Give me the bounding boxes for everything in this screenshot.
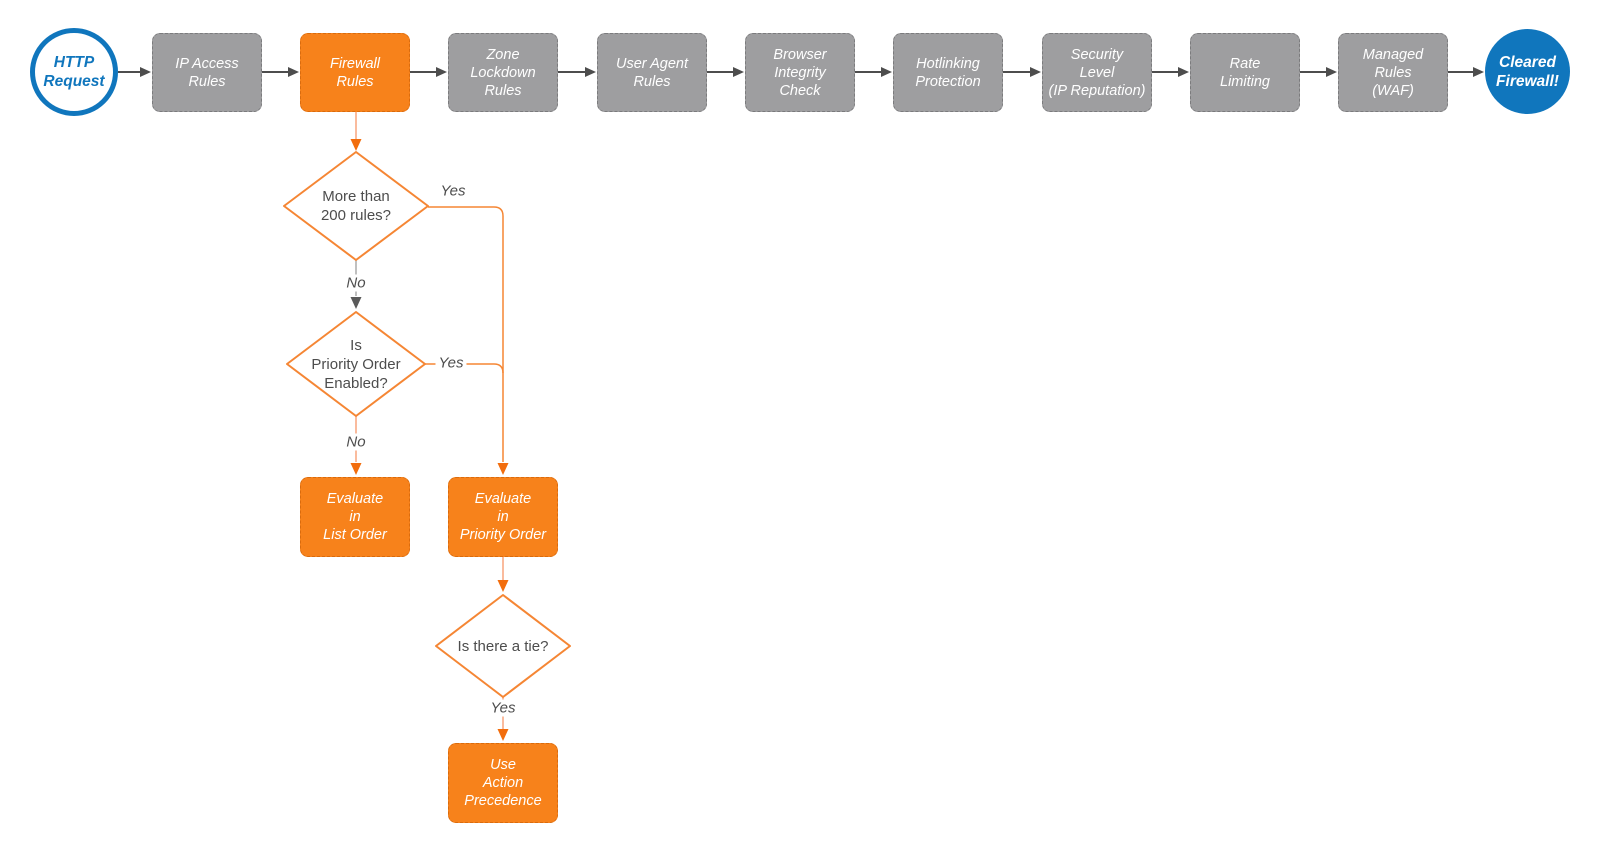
arrowhead-down-icon: [497, 580, 509, 592]
node-evaluate-list-order: Evaluate in List Order: [300, 477, 410, 557]
node-use-action-precedence-label: Use Action Precedence: [464, 757, 542, 809]
main-flow-arrowheads: [140, 67, 1484, 77]
decision-tie-label: Is there a tie?: [457, 637, 549, 655]
arrowhead-down-icon: [350, 297, 362, 309]
arrowhead-right-icon: [140, 67, 151, 77]
node-security-level: Security Level (IP Reputation): [1042, 33, 1152, 112]
arrowhead-down-icon: [350, 139, 362, 151]
node-evaluate-priority-order-label: Evaluate in Priority Order: [459, 491, 547, 543]
node-evaluate-priority-order: Evaluate in Priority Order: [448, 477, 558, 557]
decision-rule-count-label: More than 200 rules?: [320, 188, 392, 224]
node-ip-access-rules-label: IP Access Rules: [175, 55, 239, 90]
arrowhead-right-icon: [1473, 67, 1484, 77]
node-cleared-firewall: Cleared Firewall!: [1485, 29, 1570, 114]
edge-label-no-priority-order: No: [343, 433, 369, 451]
edge-label-no-rule-count: No: [343, 274, 369, 292]
arrowhead-right-icon: [288, 67, 299, 77]
node-user-agent-rules: User Agent Rules: [597, 33, 707, 112]
node-security-level-label: Security Level (IP Reputation): [1048, 46, 1146, 99]
node-managed-rules-waf-label: Managed Rules (WAF): [1362, 46, 1424, 99]
node-evaluate-list-order-label: Evaluate in List Order: [323, 491, 387, 543]
arrowhead-down-icon: [497, 729, 509, 741]
decision-priority-order-shape: [286, 311, 426, 417]
arrowhead-right-icon: [1326, 67, 1337, 77]
arrowhead-right-icon: [585, 67, 596, 77]
node-user-agent-rules-label: User Agent Rules: [616, 55, 688, 90]
node-zone-lockdown-rules: Zone Lockdown Rules: [448, 33, 558, 112]
node-rate-limiting-label: Rate Limiting: [1220, 55, 1270, 90]
node-http-request: HTTP Request: [30, 28, 118, 116]
node-browser-integrity-check: Browser Integrity Check: [745, 33, 855, 112]
decision-tie-shape: [435, 594, 571, 698]
node-rate-limiting: Rate Limiting: [1190, 33, 1300, 112]
arrowhead-right-icon: [436, 67, 447, 77]
node-use-action-precedence: Use Action Precedence: [448, 743, 558, 823]
edge-label-yes-priority-order: Yes: [435, 354, 467, 372]
decision-rule-count-shape: [283, 151, 429, 261]
arrowhead-right-icon: [1178, 67, 1189, 77]
arrowhead-right-icon: [1030, 67, 1041, 77]
decision-rule-count: More than 200 rules?: [286, 176, 426, 236]
arrowhead-right-icon: [733, 67, 744, 77]
arrowhead-right-icon: [881, 67, 892, 77]
node-hotlinking-protection-label: Hotlinking Protection: [915, 55, 981, 90]
node-managed-rules-waf: Managed Rules (WAF): [1338, 33, 1448, 112]
decision-priority-order: Is Priority Order Enabled?: [286, 334, 426, 394]
line-decision1-yes: [428, 206, 504, 462]
node-browser-integrity-check-label: Browser Integrity Check: [773, 46, 827, 99]
node-firewall-rules: Firewall Rules: [300, 33, 410, 112]
arrowhead-down-icon: [497, 463, 509, 475]
node-hotlinking-protection: Hotlinking Protection: [893, 33, 1003, 112]
node-cleared-firewall-label: Cleared Firewall!: [1496, 53, 1559, 90]
node-ip-access-rules: IP Access Rules: [152, 33, 262, 112]
line-decision2-yes: [425, 363, 504, 374]
node-firewall-rules-label: Firewall Rules: [330, 55, 380, 90]
arrowhead-down-icon: [350, 463, 362, 475]
decision-tie: Is there a tie?: [433, 631, 573, 661]
edge-label-yes-tie: Yes: [487, 699, 519, 717]
node-zone-lockdown-rules-label: Zone Lockdown Rules: [470, 46, 536, 99]
decision-priority-order-label: Is Priority Order Enabled?: [311, 336, 401, 392]
node-http-request-label: HTTP Request: [43, 54, 105, 90]
edge-label-yes-rule-count: Yes: [437, 182, 469, 200]
